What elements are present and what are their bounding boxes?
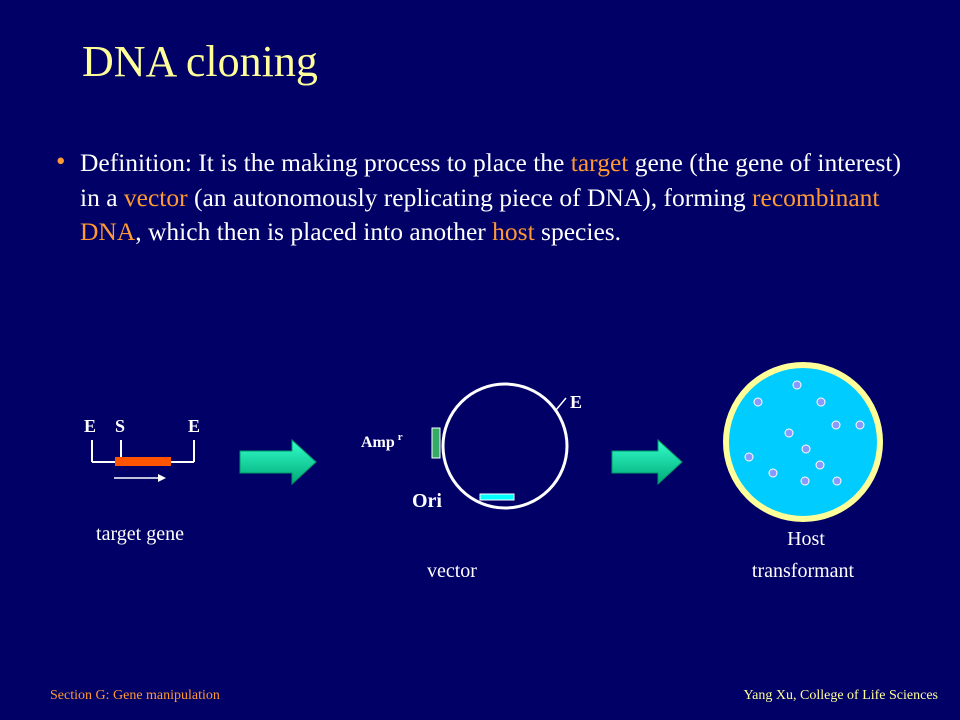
highlight-term: vector bbox=[123, 182, 188, 212]
transformant-dot bbox=[768, 468, 778, 478]
amp-resistance-gene bbox=[431, 427, 441, 459]
definition-segment: Definition: It is the making process to … bbox=[80, 148, 571, 177]
vector-caption: vector bbox=[427, 560, 477, 582]
host-caption-line2: transformant bbox=[752, 560, 855, 582]
transformant-dot bbox=[815, 460, 825, 470]
site-label-e-right: E bbox=[188, 416, 200, 436]
transformant-dot bbox=[831, 420, 841, 430]
vector-site-label-e: E bbox=[570, 392, 582, 412]
definition-segment: (an autonomously replicating piece of DN… bbox=[187, 182, 753, 212]
site-label-s: S bbox=[115, 416, 125, 436]
transformant-dot bbox=[744, 452, 754, 462]
gene-insert bbox=[115, 457, 171, 466]
host-caption-line1: Host bbox=[787, 528, 825, 550]
ori-label: Ori bbox=[412, 490, 442, 512]
transformant-dot bbox=[816, 397, 826, 407]
host-transformant: Host transformant bbox=[723, 362, 883, 582]
transformant-dot bbox=[832, 476, 842, 486]
arrow-right-icon bbox=[611, 438, 683, 486]
target-gene-caption: target gene bbox=[96, 523, 184, 545]
highlight-term: target bbox=[570, 148, 629, 177]
transformant-dot bbox=[753, 397, 763, 407]
slide-title: DNA cloning bbox=[82, 37, 318, 86]
definition-segment: species. bbox=[534, 217, 622, 246]
site-label-e-left: E bbox=[84, 416, 96, 436]
definition-segment: gene (the gene of interest) in a bbox=[80, 148, 901, 212]
transcription-arrowhead bbox=[158, 474, 166, 482]
definition-text: Definition: It is the making process to … bbox=[80, 146, 910, 250]
highlight-term: recombinant DNA bbox=[80, 182, 880, 247]
target-gene-figure: E S E target gene bbox=[84, 416, 200, 545]
transformant-dot bbox=[792, 380, 802, 390]
host-cell bbox=[723, 362, 883, 522]
highlight-term: host bbox=[492, 217, 535, 246]
transformant-dot bbox=[855, 420, 865, 430]
ori-segment bbox=[479, 493, 515, 501]
transformant-dot bbox=[801, 444, 811, 454]
footer-section-label: Section G: Gene manipulation bbox=[50, 688, 220, 703]
bullet-marker: • bbox=[56, 146, 66, 176]
footer-author: Yang Xu, College of Life Sciences bbox=[743, 688, 938, 703]
vector-cut-site-line bbox=[555, 397, 567, 411]
transformant-dots bbox=[744, 380, 865, 486]
transformant-dot bbox=[784, 428, 794, 438]
arrow-right-icon bbox=[239, 438, 317, 486]
plasmid-ring bbox=[441, 382, 569, 510]
transformant-dot bbox=[800, 476, 810, 486]
definition-segment: , which then is placed into another bbox=[135, 217, 493, 246]
